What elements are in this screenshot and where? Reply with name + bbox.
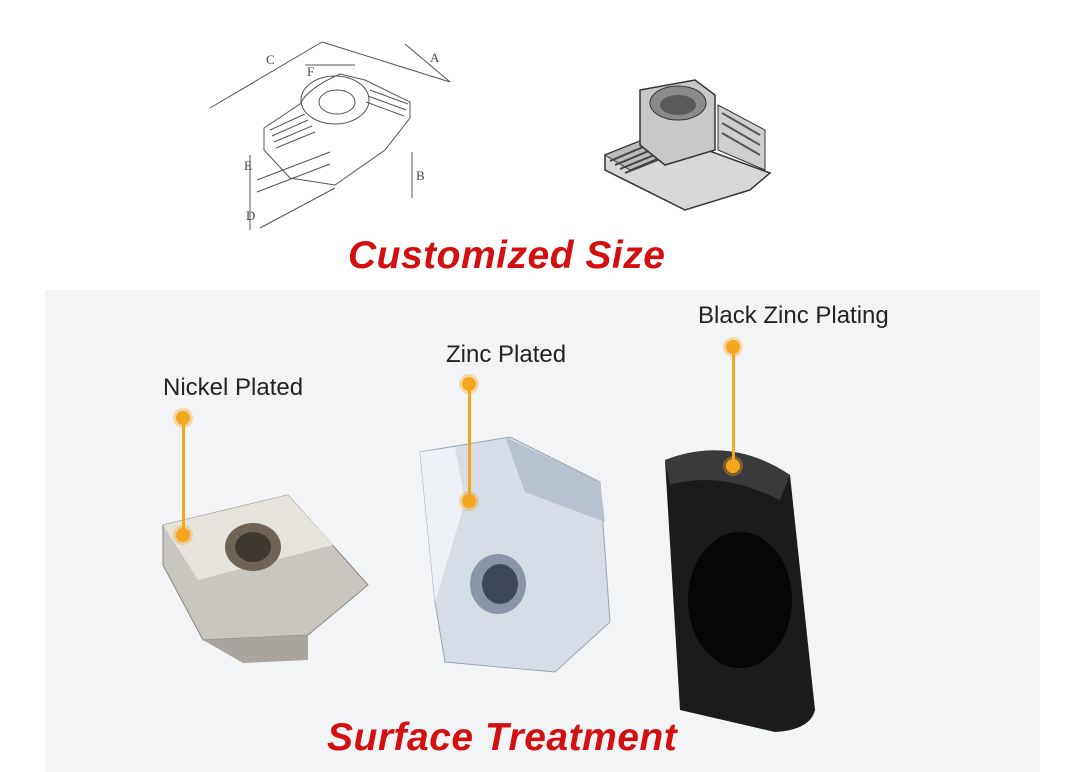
nickel-plated-nut-image [162,494,369,663]
callout-dot [462,494,476,508]
heading-customized-size: Customized Size [348,234,666,277]
dim-label-d: D [246,208,255,223]
callout-line [182,418,185,530]
callout-dot [726,459,740,473]
dim-label-e: E [244,158,252,173]
dim-label-c: C [266,52,275,67]
label-black-zinc-plating: Black Zinc Plating [698,302,889,329]
dim-label-f: F [307,64,314,79]
dimension-drawing: C F A E B D [209,41,451,230]
callout-dot [176,528,190,542]
callout-dot [462,377,476,391]
zinc-plated-nut-image [419,436,611,673]
dim-label-a: A [430,50,440,65]
heading-surface-treatment: Surface Treatment [327,716,678,759]
callout-dot [726,340,740,354]
dim-label-b: B [416,168,425,183]
callout-line [468,385,471,498]
label-nickel-plated: Nickel Plated [163,374,304,401]
callout-dot [176,411,190,425]
black-zinc-nut-image [665,450,815,732]
hammer-nut-render [603,79,772,211]
label-zinc-plated: Zinc Plated [446,341,567,368]
callout-line [732,348,735,466]
